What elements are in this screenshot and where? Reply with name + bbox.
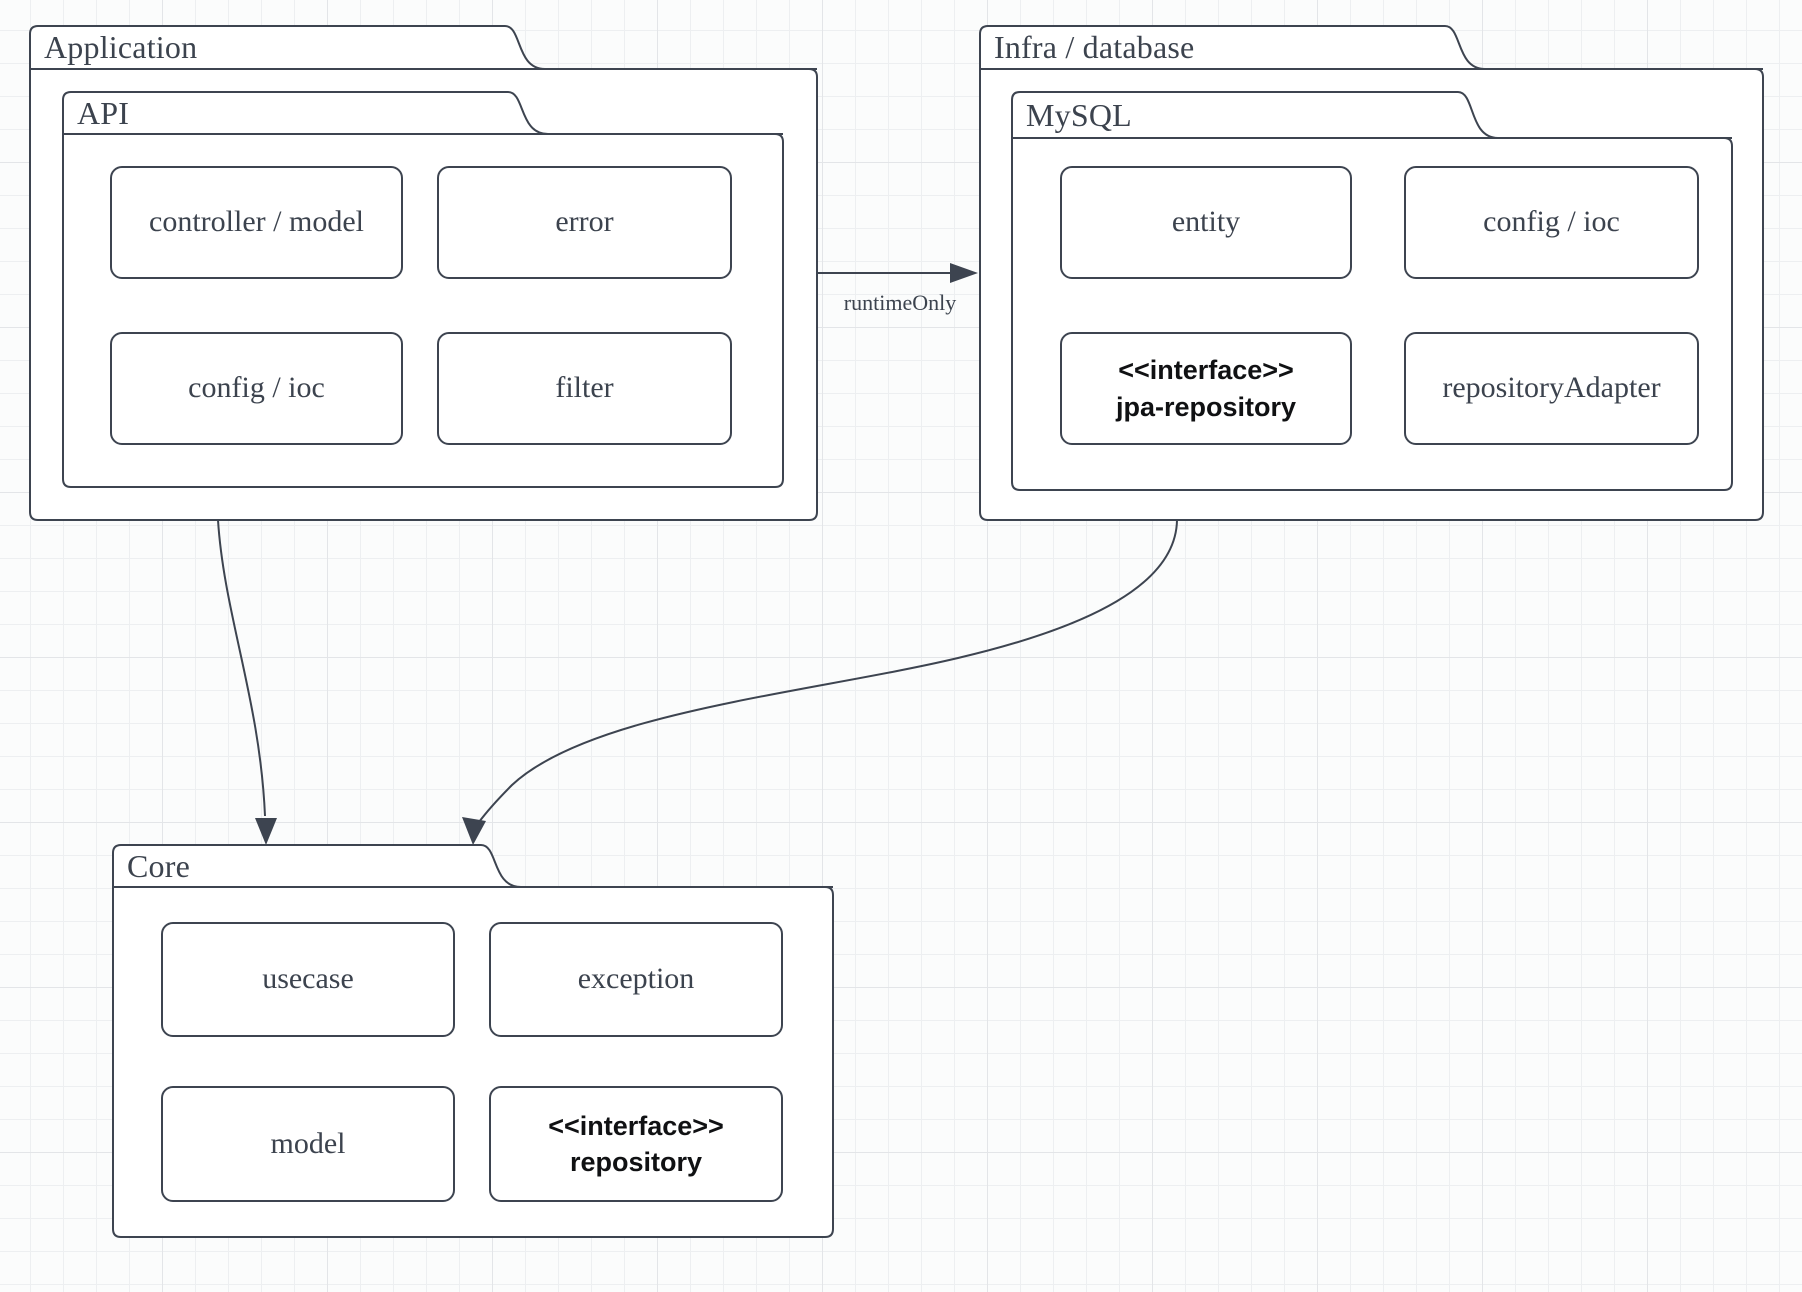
node-entity[interactable]: entity [1060,166,1352,279]
arrowhead-down-left-icon [462,817,486,845]
node-label: controller / model [149,205,364,239]
node-label: usecase [262,962,354,996]
stereotype-label: <<interface>> [548,1110,724,1141]
edge-application-to-core[interactable] [217,519,277,845]
edge-application-to-infra[interactable] [817,263,978,283]
node-label: config / ioc [188,371,325,405]
node-error[interactable]: error [437,166,732,279]
node-controller-model[interactable]: controller / model [110,166,403,279]
node-label: repository [569,1147,703,1177]
node-filter[interactable]: filter [437,332,732,445]
node-usecase[interactable]: usecase [161,922,455,1037]
node-label: error [555,205,614,239]
node-label: entity [1171,205,1241,239]
node-label: config / ioc [1483,205,1620,239]
node-label: filter [555,371,614,405]
stereotype-label: <<interface>> [1118,355,1294,386]
node-label: model [270,1126,346,1160]
node-label: exception [577,962,695,996]
node-jpa-repository-interface[interactable]: <<interface>> jpa-repository [1060,332,1352,445]
edge-infra-to-core[interactable] [462,519,1178,845]
node-api-config-ioc[interactable]: config / ioc [110,332,403,445]
node-label: jpa-repository [1115,391,1297,422]
node-label: repositoryAdapter [1442,371,1661,405]
arrowhead-down-icon [255,818,277,845]
arrowhead-right-icon [950,263,978,283]
node-mysql-config-ioc[interactable]: config / ioc [1404,166,1699,279]
node-repository-interface[interactable]: <<interface>> repository [489,1086,783,1202]
node-model[interactable]: model [161,1086,455,1202]
node-repository-adapter[interactable]: repositoryAdapter [1404,332,1699,445]
node-exception[interactable]: exception [489,922,783,1037]
